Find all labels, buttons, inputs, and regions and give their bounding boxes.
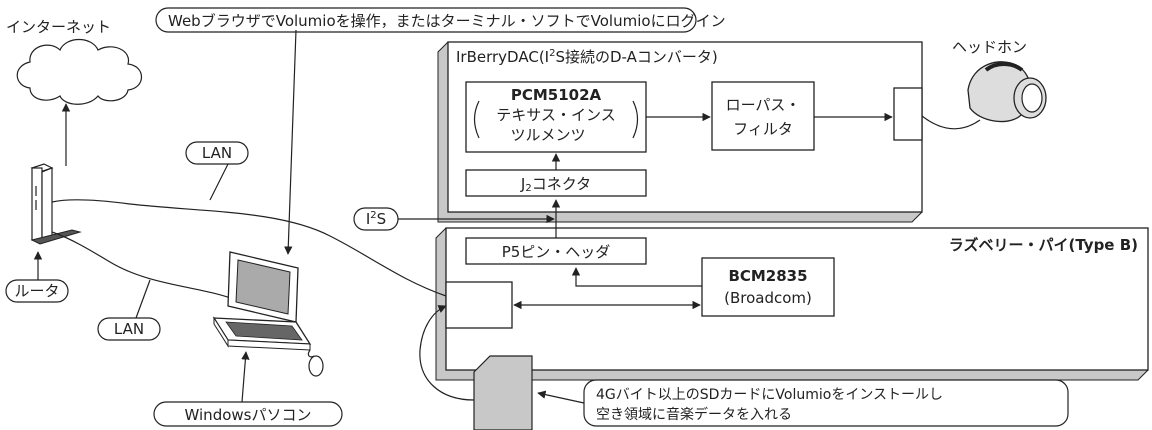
lowpass-line1: ローパス・ [726,96,801,114]
bcm2835-maker: (Broadcom) [724,289,812,307]
internet-label: インターネット [6,18,111,36]
lowpass-line2: フィルタ [733,120,793,138]
pcm-paren-right [632,100,639,139]
internet-cloud [16,38,143,105]
top-note-text: WebブラウザでVolumioを操作，またはターミナル・ソフトでVolumioに… [168,12,726,30]
windows-pc-callout [153,401,343,427]
headphone-label: ヘッドホン [952,38,1027,56]
sd-card-icon [473,355,533,430]
headphone-icon [921,61,1047,130]
pcm-paren-left [473,100,480,139]
pcm-maker-line2: ツルメンツ [510,126,585,144]
lowpass-filter-box [711,81,815,151]
lan-cable-to-pc [51,231,237,301]
arrow-note-to-laptop [284,29,297,255]
lan-cable-to-pi [51,199,447,297]
sd-note-line1: 4Gバイト以上のSDカードにVolumioをインストールし [596,387,943,403]
top-note-callout: WebブラウザでVolumioを操作，またはターミナル・ソフトでVolumioに… [155,7,726,33]
j2-connector-box [465,169,647,197]
irberry-label: IrBerryDAC(I2S接続のD-Aコンバータ) [456,48,718,66]
p5-pin-header-label: P5ピン・ヘッダ [502,243,611,261]
lan-port-box [445,281,513,329]
arrow-bcm-to-p5 [571,267,702,287]
laptop-icon [212,251,324,377]
router-icon [30,163,82,245]
arrow-sd-to-pi [419,305,475,401]
p5-pin-header-box [465,237,647,265]
sd-note-line2: 空き領域に音楽データを入れる [596,406,792,423]
windows-pc-label: Windowsパソコン [185,406,312,424]
lan-pointer-top [209,163,229,201]
j2-connector-label: J2コネクタ [520,175,591,194]
lan-callout-bottom [97,317,161,341]
pcm5102a-box [465,81,647,153]
lan-callout-top [185,141,249,165]
router-callout [5,279,69,303]
bcm2835-chip: BCM2835 [728,267,807,285]
i2s-label: I2S [366,210,386,228]
raspberry-pi-label: ラズベリー・パイ(Type B) [949,236,1138,254]
sd-note-pointer [537,390,585,404]
router-label: ルータ [14,282,59,300]
headphone-jack [893,87,923,141]
pcm-maker-line1: テキサス・インス [496,106,615,124]
lan-pointer-bottom [135,279,151,319]
lan-label-bottom: LAN [114,320,144,338]
pcm5102a-chip: PCM5102A [511,86,602,104]
lan-label-top: LAN [202,144,232,162]
bcm2835-box [701,257,835,317]
windows-pc-pointer [241,351,250,403]
